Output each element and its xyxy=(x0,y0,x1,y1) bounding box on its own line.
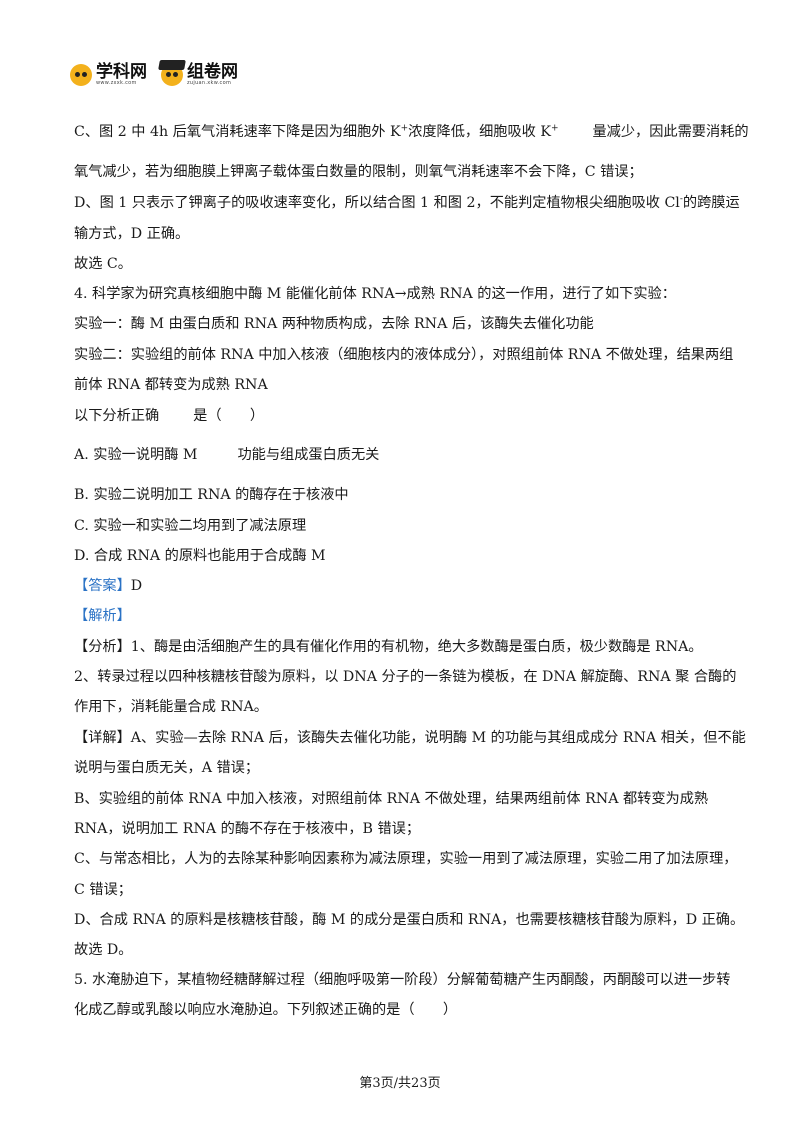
answer-line: 【答案】D xyxy=(74,575,142,595)
logo-name: 学科网 xyxy=(96,62,147,82)
mascot-cap-icon xyxy=(158,60,186,86)
analysis-label: 【解析】 xyxy=(74,608,131,624)
text-line: 故选 D。 xyxy=(74,942,133,958)
text-line: 氧气减少，若为细胞膜上钾离子载体蛋白数量的限制，则氧气消耗速率不会下降，C 错误… xyxy=(74,164,643,180)
text-line: D、合成 RNA 的原料是核糖核苷酸，酶 M 的成分是蛋白质和 RNA，也需要核… xyxy=(74,912,745,928)
text-line: 化成乙醇或乳酸以响应水淹胁迫。下列叙述正确的是（ ） xyxy=(74,1002,458,1018)
question-4: 4. 科学家为研究真核细胞中酶 M 能催化前体 RNA→成熟 RNA 的这一作用… xyxy=(74,286,676,302)
text-line: 实验一：酶 M 由蛋白质和 RNA 两种物质构成，去除 RNA 后，该酶失去催化… xyxy=(74,316,594,332)
logo-url: www.zxxk.com xyxy=(96,80,137,86)
text-line: 【详解】A、实验—去除 RNA 后，该酶失去催化功能，说明酶 M 的功能与其组成… xyxy=(74,730,746,746)
logo-xuekewang: 学科网 www.zxxk.com xyxy=(70,64,147,86)
logo-url: zujuan.xkw.com xyxy=(187,80,232,86)
page-number: 第3页/共23页 xyxy=(359,1076,441,1091)
mascot-icon xyxy=(70,64,92,86)
text-line: 实验二：实验组的前体 RNA 中加入核液（细胞核内的液体成分），对照组前体 RN… xyxy=(74,347,734,363)
text-line: 故选 C。 xyxy=(74,256,132,272)
answer-value: D xyxy=(130,578,143,594)
text-line: 【分析】1、酶是由活细胞产生的具有催化作用的有机物，绝大多数酶是蛋白质，极少数酶… xyxy=(74,639,703,655)
text-line: 说明与蛋白质无关，A 错误； xyxy=(74,760,260,776)
text-line: 以下分析正确是（ ） xyxy=(74,408,265,424)
text-line: 前体 RNA 都转变为成熟 RNA xyxy=(74,377,268,393)
text-line: C、图 2 中 4h 后氧气消耗速率下降是因为细胞外 K+浓度降低，细胞吸收 K… xyxy=(74,123,749,140)
text-line: 作用下，消耗能量合成 RNA。 xyxy=(74,699,268,715)
text-line: C 错误； xyxy=(74,882,132,898)
header-logos: 学科网 www.zxxk.com 组卷网 zujuan.xkw.com xyxy=(70,60,238,90)
text-line: B、实验组的前体 RNA 中加入核液，对照组前体 RNA 不做处理，结果两组前体… xyxy=(74,791,709,807)
option-d: D. 合成 RNA 的原料也能用于合成酶 M xyxy=(74,548,326,564)
question-5: 5. 水淹胁迫下，某植物经糖酵解过程（细胞呼吸第一阶段）分解葡萄糖产生丙酮酸，丙… xyxy=(74,972,731,988)
text-line: 2、转录过程以四种核糖核苷酸为原料，以 DNA 分子的一条链为模板，在 DNA … xyxy=(74,669,737,685)
logo-name: 组卷网 xyxy=(187,62,238,82)
text-line: D、图 1 只表示了钾离子的吸收速率变化，所以结合图 1 和图 2，不能判定植物… xyxy=(74,194,740,211)
answer-label: 【答案】 xyxy=(74,578,131,594)
option-c: C. 实验一和实验二均用到了减法原理 xyxy=(74,518,307,534)
option-b: B. 实验二说明加工 RNA 的酶存在于核液中 xyxy=(74,487,349,503)
text-line: C、与常态相比，人为的去除某种影响因素称为减法原理，实验一用到了减法原理，实验二… xyxy=(74,851,738,867)
text-line: RNA，说明加工 RNA 的酶不存在于核液中，B 错误； xyxy=(74,821,421,837)
logo-zujuanwang: 组卷网 zujuan.xkw.com xyxy=(158,60,238,86)
text-line: 输方式，D 正确。 xyxy=(74,226,190,242)
